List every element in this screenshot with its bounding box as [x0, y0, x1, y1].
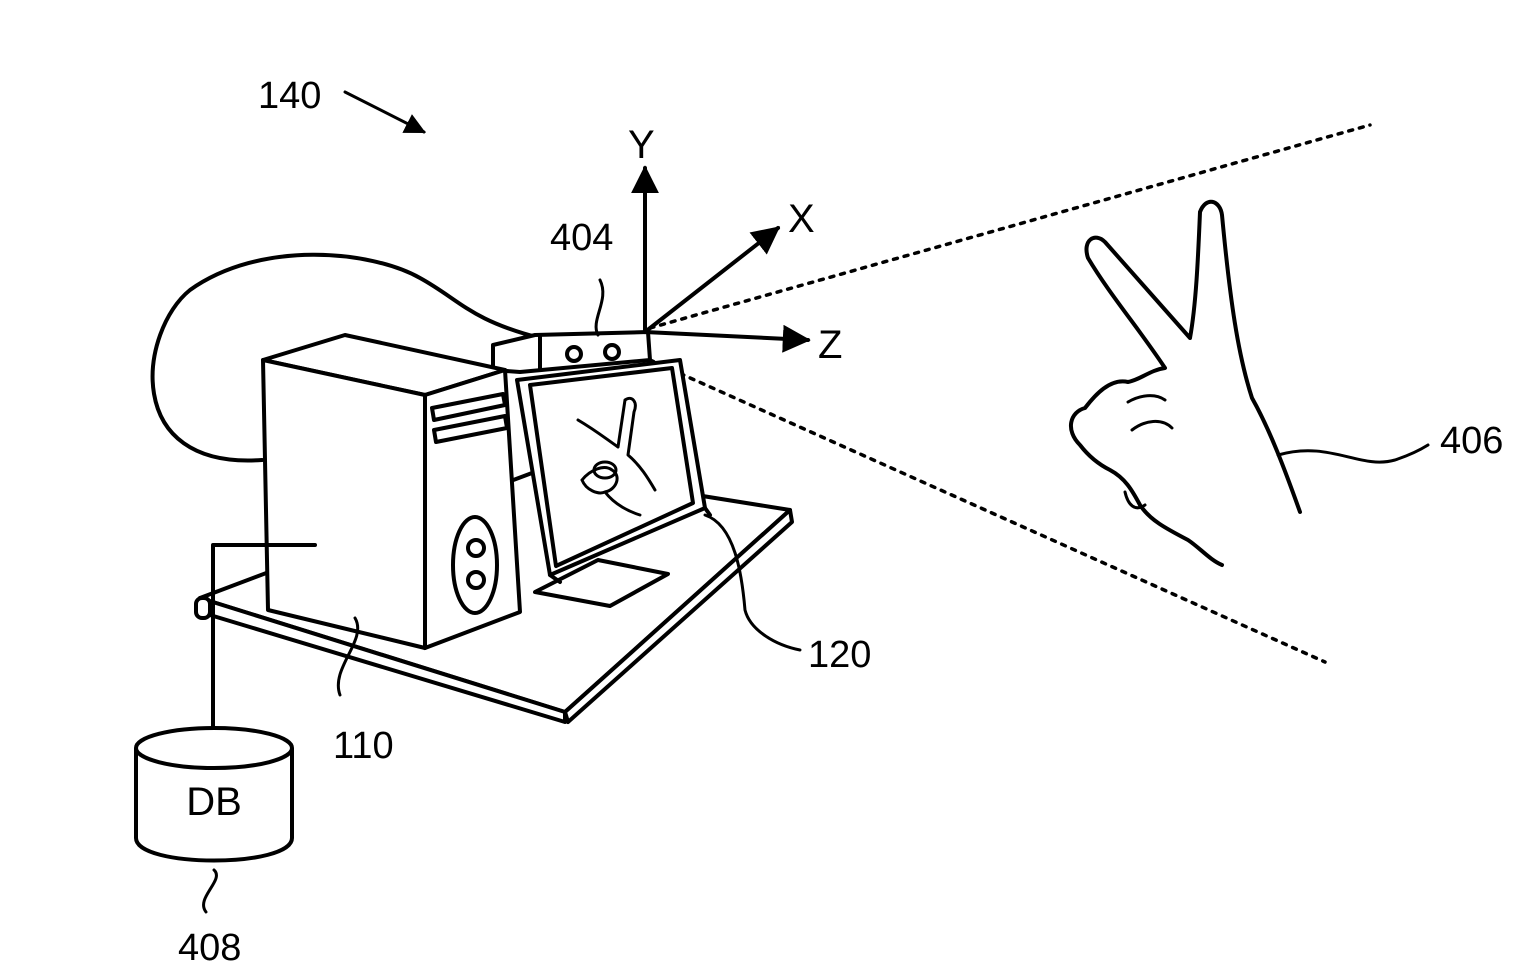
- camera-label: 404: [550, 217, 613, 259]
- coordinate-axes: Y X Z: [628, 123, 842, 367]
- monitor: [515, 358, 712, 584]
- hand-label: 406: [1440, 420, 1503, 462]
- fov-lower-line: [648, 358, 1327, 664]
- computer-tower: [261, 333, 522, 650]
- screen-hand-icon: [576, 396, 657, 492]
- monitor-leader: [703, 513, 802, 652]
- hand-outline: [1069, 199, 1302, 567]
- z-axis-label: Z: [818, 323, 842, 367]
- power-button-icon: [466, 538, 486, 558]
- system-arrow: [343, 90, 426, 134]
- display-label: 120: [808, 634, 871, 676]
- system-reference: 140: [258, 75, 426, 134]
- database-leader: [202, 868, 218, 914]
- gesturing-hand: [1069, 199, 1302, 567]
- system-label: 140: [258, 75, 321, 117]
- computer-leader: [336, 616, 360, 697]
- camera-lens-icon: [603, 343, 621, 361]
- x-axis: [643, 226, 781, 334]
- y-axis-label: Y: [628, 123, 655, 167]
- power-button-icon: [466, 570, 486, 590]
- z-axis: [643, 324, 811, 353]
- x-axis-label: X: [788, 197, 815, 241]
- database-number-label: 408: [178, 927, 241, 969]
- database: DB: [134, 726, 294, 863]
- database-label: DB: [186, 780, 242, 824]
- database-connection: [211, 543, 317, 742]
- drive-bay: [430, 392, 507, 422]
- fov-upper-line: [648, 123, 1372, 330]
- tower-button-panel: [451, 515, 499, 615]
- drive-bay: [432, 414, 509, 444]
- camera-field-of-view: [648, 123, 1372, 664]
- hand-leader: [1276, 443, 1430, 464]
- camera-lens-icon: [565, 345, 583, 363]
- camera-cable: [150, 252, 542, 463]
- camera-leader: [594, 278, 605, 337]
- computer-label: 110: [333, 725, 394, 767]
- monitor-base: [533, 558, 670, 608]
